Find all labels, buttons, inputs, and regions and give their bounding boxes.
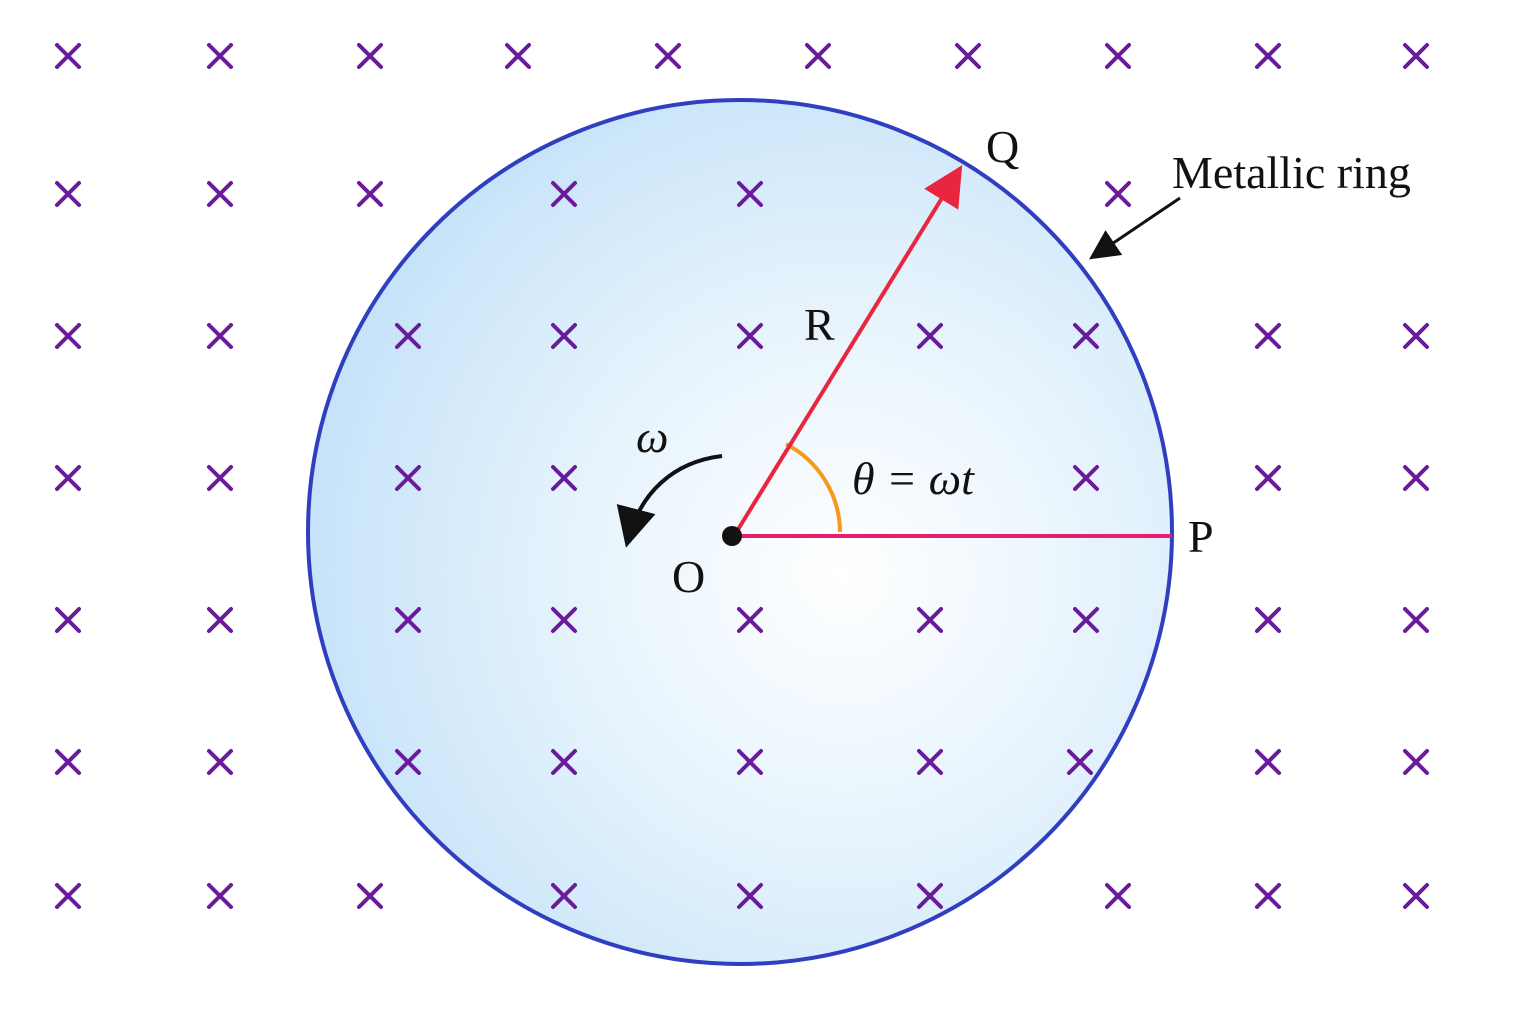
cross-mark-icon — [917, 883, 943, 909]
cross-mark-icon — [1105, 181, 1131, 207]
radius-r-label: R — [804, 299, 835, 350]
cross-mark-icon — [737, 323, 763, 349]
point-o-label: O — [672, 551, 705, 602]
cross-mark-icon — [955, 43, 981, 69]
cross-mark-icon — [207, 607, 233, 633]
cross-mark-icon — [55, 323, 81, 349]
cross-mark-icon — [1255, 883, 1281, 909]
cross-mark-icon — [207, 181, 233, 207]
cross-mark-icon — [805, 43, 831, 69]
center-point-o — [722, 526, 742, 546]
angle-formula-label: θ = ωt — [852, 453, 975, 504]
cross-mark-icon — [917, 749, 943, 775]
cross-mark-icon — [1403, 323, 1429, 349]
cross-mark-icon — [655, 43, 681, 69]
cross-mark-icon — [1255, 749, 1281, 775]
cross-mark-icon — [207, 323, 233, 349]
cross-mark-icon — [357, 883, 383, 909]
cross-mark-icon — [207, 43, 233, 69]
cross-mark-icon — [395, 465, 421, 491]
cross-mark-icon — [207, 465, 233, 491]
cross-mark-icon — [1255, 43, 1281, 69]
cross-mark-icon — [737, 749, 763, 775]
radius-oq-rod — [732, 165, 963, 538]
cross-mark-icon — [395, 749, 421, 775]
cross-mark-icon — [551, 749, 577, 775]
cross-mark-icon — [55, 181, 81, 207]
cross-mark-icon — [55, 883, 81, 909]
cross-mark-icon — [737, 883, 763, 909]
cross-mark-icon — [357, 181, 383, 207]
cross-mark-icon — [1255, 323, 1281, 349]
cross-mark-icon — [1073, 465, 1099, 491]
cross-mark-icon — [1067, 749, 1093, 775]
cross-mark-icon — [1403, 465, 1429, 491]
cross-mark-icon — [1073, 607, 1099, 633]
cross-mark-icon — [737, 181, 763, 207]
cross-mark-icon — [917, 607, 943, 633]
curved-arrow-icon — [616, 454, 723, 548]
cross-mark-icon — [505, 43, 531, 69]
cross-mark-icon — [1255, 607, 1281, 633]
cross-mark-icon — [917, 323, 943, 349]
cross-mark-icon — [551, 323, 577, 349]
cross-mark-icon — [551, 607, 577, 633]
cross-mark-icon — [395, 323, 421, 349]
cross-mark-icon — [1073, 323, 1099, 349]
cross-mark-icon — [1403, 883, 1429, 909]
cross-mark-icon — [1105, 883, 1131, 909]
magnetic-field-into-page — [55, 43, 1429, 909]
cross-mark-icon — [551, 883, 577, 909]
cross-mark-icon — [207, 883, 233, 909]
cross-mark-icon — [737, 607, 763, 633]
cross-mark-icon — [357, 43, 383, 69]
ring-callout-label: Metallic ring — [1172, 147, 1411, 198]
arrow-icon — [1089, 196, 1181, 260]
point-p-label: P — [1188, 511, 1214, 562]
cross-mark-icon — [395, 607, 421, 633]
cross-mark-icon — [1105, 43, 1131, 69]
cross-mark-icon — [55, 607, 81, 633]
cross-mark-icon — [551, 465, 577, 491]
point-q-label: Q — [986, 121, 1019, 172]
cross-mark-icon — [1403, 607, 1429, 633]
cross-mark-icon — [55, 749, 81, 775]
cross-mark-icon — [55, 43, 81, 69]
cross-mark-icon — [1403, 43, 1429, 69]
omega-label: ω — [636, 411, 668, 462]
cross-mark-icon — [1255, 465, 1281, 491]
cross-mark-icon — [1403, 749, 1429, 775]
angle-theta-arc — [785, 442, 842, 533]
cross-mark-icon — [207, 749, 233, 775]
cross-mark-icon — [55, 465, 81, 491]
cross-mark-icon — [551, 181, 577, 207]
